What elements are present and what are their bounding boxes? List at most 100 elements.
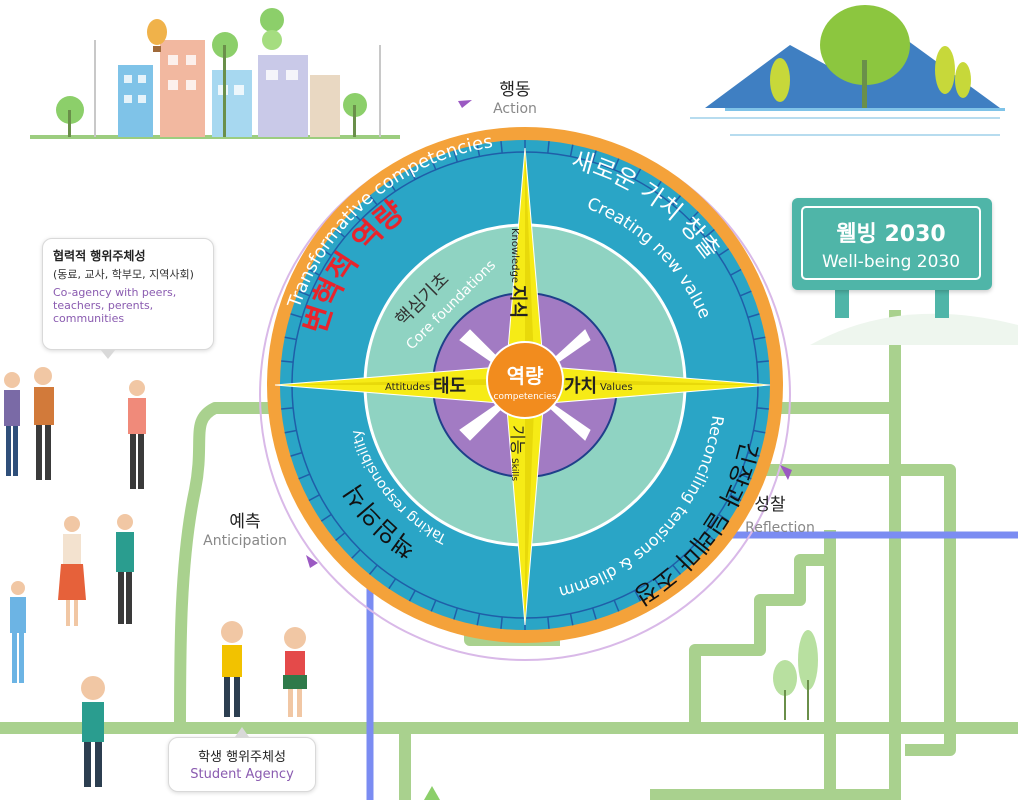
compass-tick: [704, 532, 715, 542]
compass-tick: [388, 578, 397, 590]
compass-tick: [547, 141, 550, 154]
compass-tick: [320, 513, 332, 522]
compass-tick: [368, 195, 378, 206]
compass-tick: [335, 228, 346, 238]
compass-tick: [756, 360, 769, 363]
wellbeing-title: 웰빙 2030: [836, 222, 946, 247]
values-ko: 가치: [564, 376, 597, 397]
compass-tick: [689, 211, 699, 221]
compass-tick: [613, 599, 620, 612]
anticipation-arrow-icon: [306, 555, 318, 568]
compass-tick: [591, 607, 597, 620]
compass-tick: [368, 564, 378, 575]
compass-tick: [653, 180, 662, 192]
compass-tick: [672, 195, 682, 206]
mountain-illustration: [690, 5, 1005, 136]
coagency-title: 협력적 행위주체성: [53, 249, 146, 263]
center-label: 역량: [507, 364, 544, 388]
compass-tick: [747, 451, 760, 457]
action-ko: 행동: [499, 80, 530, 100]
coagency-sub: (동료, 교사, 학부모, 지역사회): [53, 268, 194, 281]
compass-tick: [569, 613, 574, 626]
compass-tick: [569, 144, 574, 157]
compass-tick: [476, 144, 481, 157]
compass-tick: [453, 607, 459, 620]
wellbeing-sign-posts: [835, 288, 949, 318]
compass-tick: [613, 158, 620, 171]
coagency-en-1: Co-agency with peers,: [53, 286, 177, 299]
skills-ko: 기능: [508, 425, 527, 454]
compass-tick: [704, 228, 715, 238]
compass-tick: [718, 513, 730, 522]
adult-figure: [10, 581, 26, 683]
compass-tick: [298, 290, 311, 297]
compass-tick: [634, 168, 642, 180]
reflection-arrow-icon: [780, 465, 792, 480]
adult-figure: [128, 380, 146, 489]
compass-tick: [290, 313, 303, 319]
attitudes-ko: 태도: [433, 376, 466, 397]
compass-tick: [308, 268, 320, 276]
coagency-callout: 협력적 행위주체성 (동료, 교사, 학부모, 지역사회) Co-agency …: [42, 238, 214, 350]
center-sublabel: competencies: [494, 392, 557, 402]
adult-figure: [4, 372, 20, 476]
compass-tick: [753, 429, 766, 434]
people-illustration: [4, 367, 307, 787]
compass-tick: [408, 168, 416, 180]
compass-tick: [388, 180, 397, 192]
compass-tick: [281, 360, 294, 363]
values-en: Values: [600, 382, 633, 393]
knowledge-en: Knowledge: [509, 228, 520, 283]
compass-tick: [408, 590, 416, 602]
small-trees: [424, 630, 818, 800]
child-figure: [221, 621, 243, 717]
knowledge-ko: 지식: [507, 285, 528, 318]
wellbeing-subtitle: Well-being 2030: [821, 252, 961, 272]
blue-path: [366, 531, 1018, 800]
anticipation-en: Anticipation: [203, 533, 287, 549]
compass-tick: [756, 407, 769, 410]
student-agency-callout: 학생 행위주체성 Student Agency: [168, 737, 316, 792]
anticipation-ko: 예측: [229, 512, 260, 532]
attitudes-en: Attitudes: [385, 382, 430, 393]
action-en: Action: [493, 101, 537, 117]
compass-tick: [298, 473, 311, 480]
compass-tick: [290, 451, 303, 457]
wellbeing-hill: [810, 313, 1018, 345]
compass-tick: [281, 407, 294, 410]
adult-figure: [34, 367, 54, 480]
compass-tick: [453, 150, 459, 163]
compass-tick: [653, 578, 662, 590]
skills-en: Skills: [509, 458, 519, 481]
compass-tick: [730, 494, 742, 502]
compass-tick: [335, 532, 346, 542]
compass-tick: [730, 268, 742, 276]
coagency-en-2: teachers, perents,: [53, 299, 154, 312]
adult-figure: [116, 514, 134, 624]
compass-tick: [739, 290, 752, 297]
compass-tick: [476, 613, 481, 626]
adult-figure: [58, 516, 86, 626]
child-figure: [283, 627, 307, 717]
student-agency-pointer: [235, 727, 249, 737]
student-agency-ko: 학생 행위주체성: [198, 750, 286, 765]
compass-tick: [284, 429, 297, 434]
compass-tick: [718, 248, 730, 257]
coagency-callout-pointer: [100, 349, 116, 359]
compass-tick: [284, 336, 297, 341]
compass-tick: [753, 336, 766, 341]
wellbeing-sign: 웰빙 2030 Well-being 2030: [792, 198, 992, 290]
compass-tick: [547, 616, 550, 629]
city-illustration: [30, 8, 400, 139]
compass-ticks: [280, 140, 770, 630]
student-agency-en: Student Agency: [190, 767, 294, 782]
compass-tick: [351, 549, 361, 559]
path-network: [0, 310, 1018, 800]
compass-tick: [500, 141, 503, 154]
coagency-en-3: communities: [53, 312, 125, 325]
compass-tick: [634, 590, 642, 602]
compass-tick: [320, 248, 332, 257]
reflection-ko: 성찰: [754, 495, 786, 515]
compass-tick: [351, 211, 361, 221]
